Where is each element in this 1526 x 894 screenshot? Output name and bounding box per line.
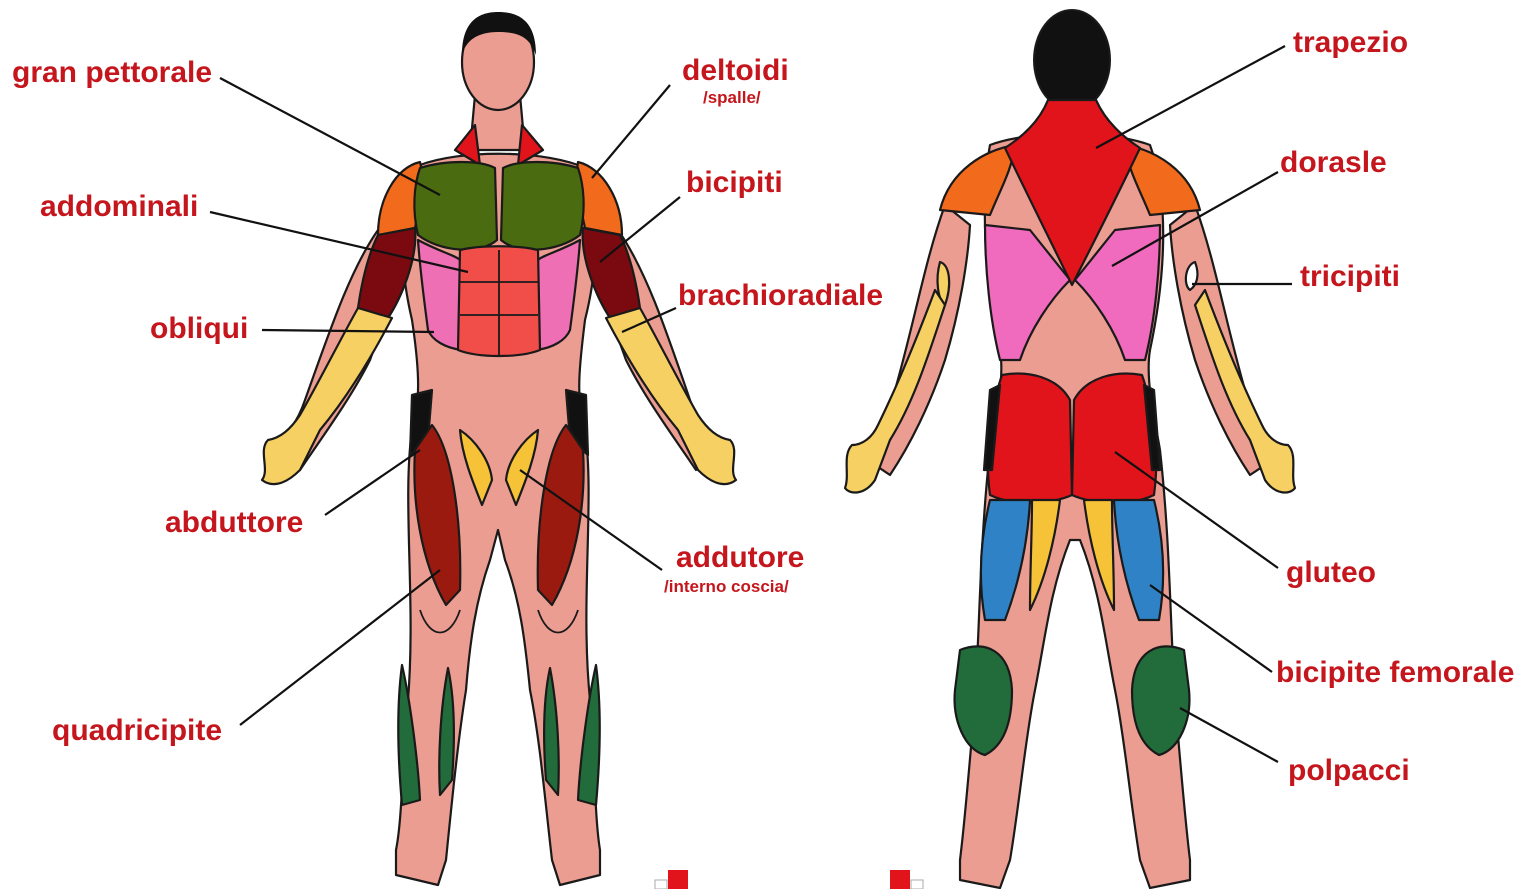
back-head [1034,10,1110,110]
label-gluteo: gluteo [1286,556,1376,589]
label-polpacci: polpacci [1288,754,1410,787]
leader-trapezio [1096,46,1285,148]
logo-block-right [890,870,910,889]
logo-block-left-side [655,880,667,889]
front-forearm-hand-right [262,308,392,484]
label-abduttore: abduttore [165,506,303,539]
logo-block-left [668,870,688,889]
label-addutore-note: /interno coscia/ [664,577,789,596]
label-trapezio: trapezio [1293,26,1408,59]
label-deltoidi-note: /spalle/ [703,88,761,107]
bottom-logo-fragment [655,870,923,889]
front-figure [262,12,736,885]
front-bicep-right [358,228,415,318]
label-gran-pettorale: gran pettorale [12,56,212,89]
label-deltoidi: deltoidi [682,54,789,87]
label-bicipiti: bicipiti [686,166,783,199]
front-forearm-hand-left [606,308,736,484]
front-bicep-left [583,228,640,318]
leader-polpacci [1180,708,1278,762]
label-addominali: addominali [40,190,198,223]
leader-gran-pettorale [220,78,440,195]
label-addutore: addutore [676,541,804,574]
leader-deltoidi [592,85,670,178]
back-figure [845,10,1295,888]
leader-abduttore [325,450,420,515]
front-pectoral-right [414,162,497,250]
label-obliqui: obliqui [150,312,248,345]
leader-obliqui [262,330,434,332]
label-quadricipite: quadricipite [52,714,222,747]
label-brachioradiale: brachioradiale [678,279,883,312]
label-tricipiti: tricipiti [1300,260,1400,293]
labels: gran pettorale addominali obliqui abdutt… [12,26,1514,787]
label-dorasle: dorasle [1280,146,1387,179]
logo-block-right-side [911,880,923,889]
label-bicipite-femorale: bicipite femorale [1276,656,1514,689]
front-pectoral-left [501,162,584,250]
